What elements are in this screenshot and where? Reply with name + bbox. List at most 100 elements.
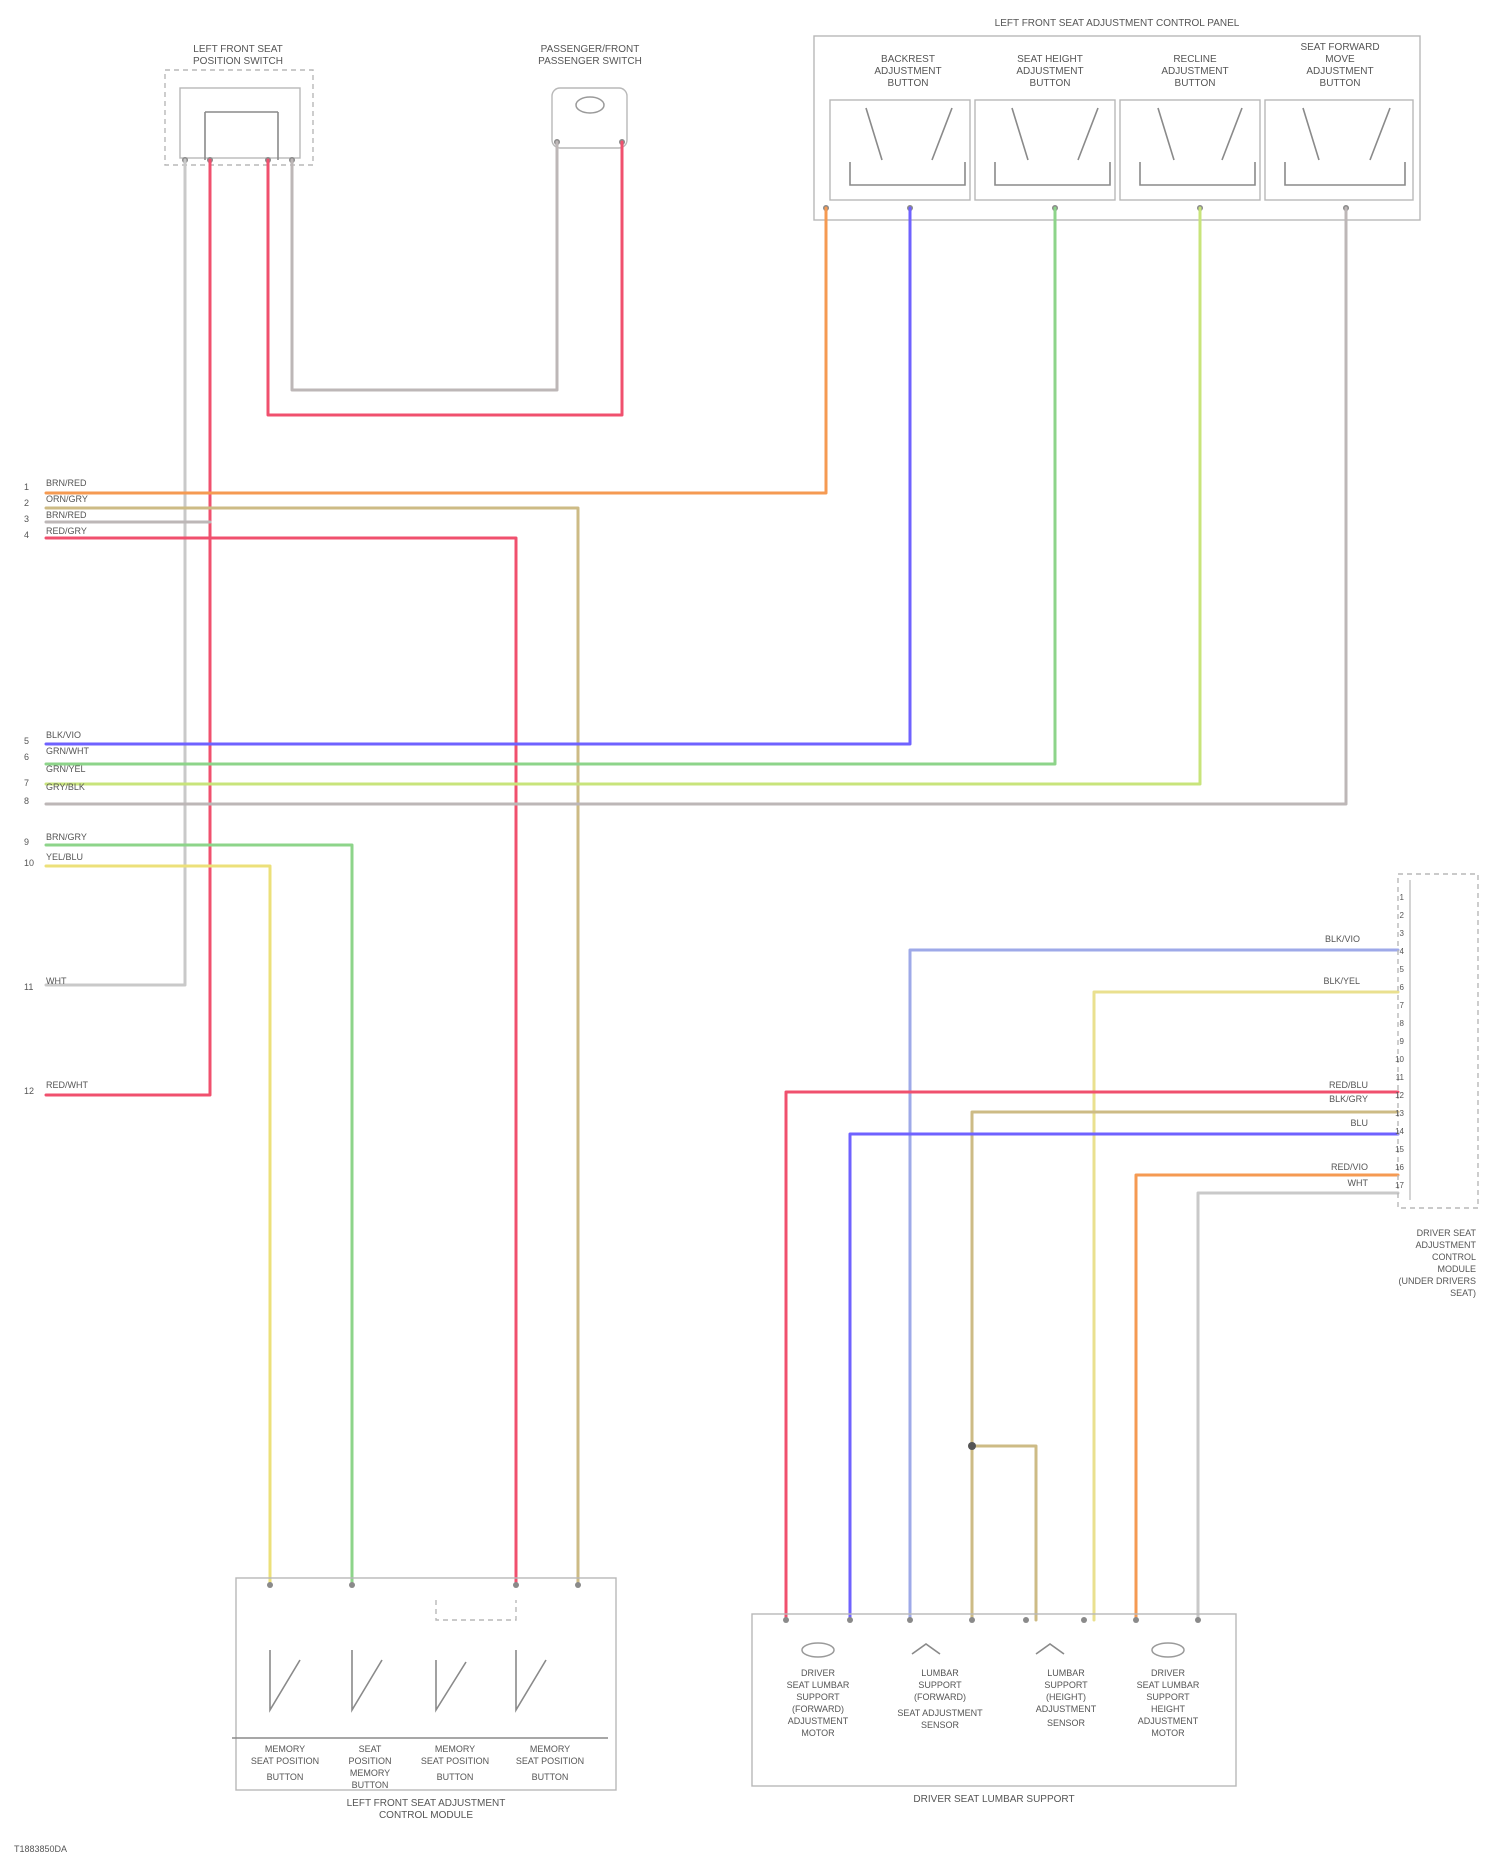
wire-label-8: GRY/BLK (46, 782, 85, 792)
svg-text:SEAT HEIGHT: SEAT HEIGHT (1017, 54, 1083, 65)
module-pin-1: 1 (1400, 893, 1405, 902)
wire-label-4: RED/GRY (46, 526, 87, 536)
lumbar-item-2: LUMBAR SUPPORT (FORWARD) SEAT ADJUSTMENT… (897, 1644, 983, 1730)
svg-text:MEMORY: MEMORY (350, 1768, 390, 1778)
module-wire-label-5: BLU (1350, 1118, 1368, 1128)
module-wire-label-3: RED/BLU (1329, 1080, 1368, 1090)
svg-text:SUPPORT: SUPPORT (918, 1680, 962, 1690)
svg-text:CONTROL MODULE: CONTROL MODULE (379, 1810, 473, 1821)
svg-text:HEIGHT: HEIGHT (1151, 1704, 1186, 1714)
pin-label-10: 10 (24, 858, 34, 868)
lumbar-item-1: DRIVER SEAT LUMBAR SUPPORT (FORWARD) ADJ… (787, 1643, 850, 1738)
svg-text:ADJUSTMENT: ADJUSTMENT (1161, 66, 1228, 77)
pin-label-3: 3 (24, 514, 29, 524)
bl-button-3: MEMORY SEAT POSITION BUTTON (421, 1744, 489, 1782)
wire-white-loop (292, 142, 557, 390)
module-pin-11: 11 (1396, 1073, 1405, 1082)
svg-text:BUTTON: BUTTON (532, 1772, 569, 1782)
svg-text:ADJUSTMENT: ADJUSTMENT (1306, 66, 1373, 77)
wire-label-1: BRN/RED (46, 478, 87, 488)
svg-text:SENSOR: SENSOR (1047, 1718, 1086, 1728)
svg-text:MEMORY: MEMORY (435, 1744, 475, 1754)
seat-adjustment-control-panel: LEFT FRONT SEAT ADJUSTMENT CONTROL PANEL… (814, 18, 1420, 220)
figure-id: T1883850DA (14, 1844, 67, 1854)
svg-text:DRIVER: DRIVER (801, 1668, 836, 1678)
svg-text:MODULE: MODULE (1437, 1264, 1476, 1274)
pin-label-12: 12 (24, 1086, 34, 1096)
svg-text:ADJUSTMENT: ADJUSTMENT (1016, 66, 1083, 77)
top-button-4: SEAT FORWARD MOVE ADJUSTMENT BUTTON (1285, 42, 1405, 185)
module-pin-8: 8 (1400, 1019, 1405, 1028)
svg-text:LEFT FRONT SEAT ADJUSTMENT: LEFT FRONT SEAT ADJUSTMENT (347, 1798, 506, 1809)
top-button-2: SEAT HEIGHT ADJUSTMENT BUTTON (995, 54, 1110, 185)
wire-label-6: GRN/WHT (46, 746, 89, 756)
svg-text:(FORWARD): (FORWARD) (914, 1692, 966, 1702)
wire-bluegray-lumbar (910, 950, 1398, 1620)
module-pin-12: 12 (1395, 1091, 1404, 1100)
svg-text:SEAT: SEAT (359, 1744, 382, 1754)
svg-text:RECLINE: RECLINE (1173, 54, 1217, 65)
wire-label-9: BRN/GRY (46, 832, 87, 842)
module-wire-label-4: BLK/GRY (1329, 1094, 1368, 1104)
svg-text:SEAT LUMBAR: SEAT LUMBAR (787, 1680, 850, 1690)
module-pin-4: 4 (1400, 947, 1405, 956)
wire-gray-top (46, 208, 1346, 804)
wire-label-7: GRN/YEL (46, 764, 86, 774)
pin-label-5: 5 (24, 736, 29, 746)
svg-text:(HEIGHT): (HEIGHT) (1046, 1692, 1086, 1702)
memory-position-switch: LEFT FRONT SEAT POSITION SWITCH (165, 44, 313, 165)
pin-label-4: 4 (24, 530, 29, 540)
bl-button-1: MEMORY SEAT POSITION BUTTON (251, 1744, 319, 1782)
wire-label-2: ORN/GRY (46, 494, 88, 504)
svg-text:LUMBAR: LUMBAR (1047, 1668, 1085, 1678)
wire-label-11: WHT (46, 976, 67, 986)
svg-text:SENSOR: SENSOR (921, 1720, 960, 1730)
module-pin-15: 15 (1395, 1145, 1404, 1154)
svg-text:BUTTON: BUTTON (352, 1780, 389, 1790)
module-pin-9: 9 (1400, 1037, 1405, 1046)
svg-text:CONTROL: CONTROL (1432, 1252, 1476, 1262)
svg-text:ADJUSTMENT: ADJUSTMENT (874, 66, 941, 77)
bl-button-4: MEMORY SEAT POSITION BUTTON (516, 1744, 584, 1782)
svg-text:LUMBAR: LUMBAR (921, 1668, 959, 1678)
svg-text:MOTOR: MOTOR (801, 1728, 835, 1738)
wire-blue-lumbar (850, 1134, 1398, 1620)
wire-red-lumbar (786, 1092, 1398, 1620)
wire-label-3: BRN/RED (46, 510, 87, 520)
lumbar-item-3: LUMBAR SUPPORT (HEIGHT) ADJUSTMENT SENSO… (1036, 1644, 1097, 1728)
svg-text:MOTOR: MOTOR (1151, 1728, 1185, 1738)
passenger-switch-title-1: PASSENGER/FRONT (541, 44, 640, 55)
wire-white-lumbar (1198, 1193, 1398, 1620)
svg-text:SEAT POSITION: SEAT POSITION (421, 1756, 489, 1766)
passenger-switch: PASSENGER/FRONT PASSENGER SWITCH (538, 44, 642, 148)
svg-text:SUPPORT: SUPPORT (1044, 1680, 1088, 1690)
lumbar-box-title: DRIVER SEAT LUMBAR SUPPORT (913, 1794, 1074, 1805)
pin-label-11: 11 (24, 982, 33, 992)
svg-text:BUTTON: BUTTON (1175, 78, 1216, 89)
svg-text:DRIVER SEAT: DRIVER SEAT (1417, 1228, 1477, 1238)
module-pin-5: 5 (1400, 965, 1405, 974)
bottom-left-control-module: LEFT FRONT SEAT ADJUSTMENT CONTROL MODUL… (232, 1578, 616, 1821)
wire-label-5: BLK/VIO (46, 730, 81, 740)
svg-text:DRIVER: DRIVER (1151, 1668, 1186, 1678)
wire-blue-top (46, 208, 910, 744)
svg-text:MEMORY: MEMORY (530, 1744, 570, 1754)
module-pin-17: 17 (1395, 1181, 1404, 1190)
svg-text:SEAT POSITION: SEAT POSITION (251, 1756, 319, 1766)
pin-label-1: 1 (24, 482, 29, 492)
bl-button-2: SEAT POSITION MEMORY BUTTON (348, 1744, 391, 1790)
module-wire-label-2: BLK/YEL (1323, 976, 1360, 986)
lumbar-item-4: DRIVER SEAT LUMBAR SUPPORT HEIGHT ADJUST… (1137, 1643, 1200, 1738)
module-pin-3: 3 (1400, 929, 1405, 938)
wire-tan-left (46, 508, 578, 1585)
svg-text:SEAT): SEAT) (1450, 1288, 1476, 1298)
lumbar-support-group: DRIVER SEAT LUMBAR SUPPORT DRIVER SEAT L… (752, 1442, 1236, 1805)
module-pin-6: 6 (1400, 983, 1405, 992)
memory-switch-title-2: POSITION SWITCH (193, 56, 283, 67)
module-pin-14: 14 (1395, 1127, 1404, 1136)
module-wire-label-1: BLK/VIO (1325, 934, 1360, 944)
memory-switch-title-1: LEFT FRONT SEAT (193, 44, 282, 55)
svg-text:POSITION: POSITION (348, 1756, 391, 1766)
